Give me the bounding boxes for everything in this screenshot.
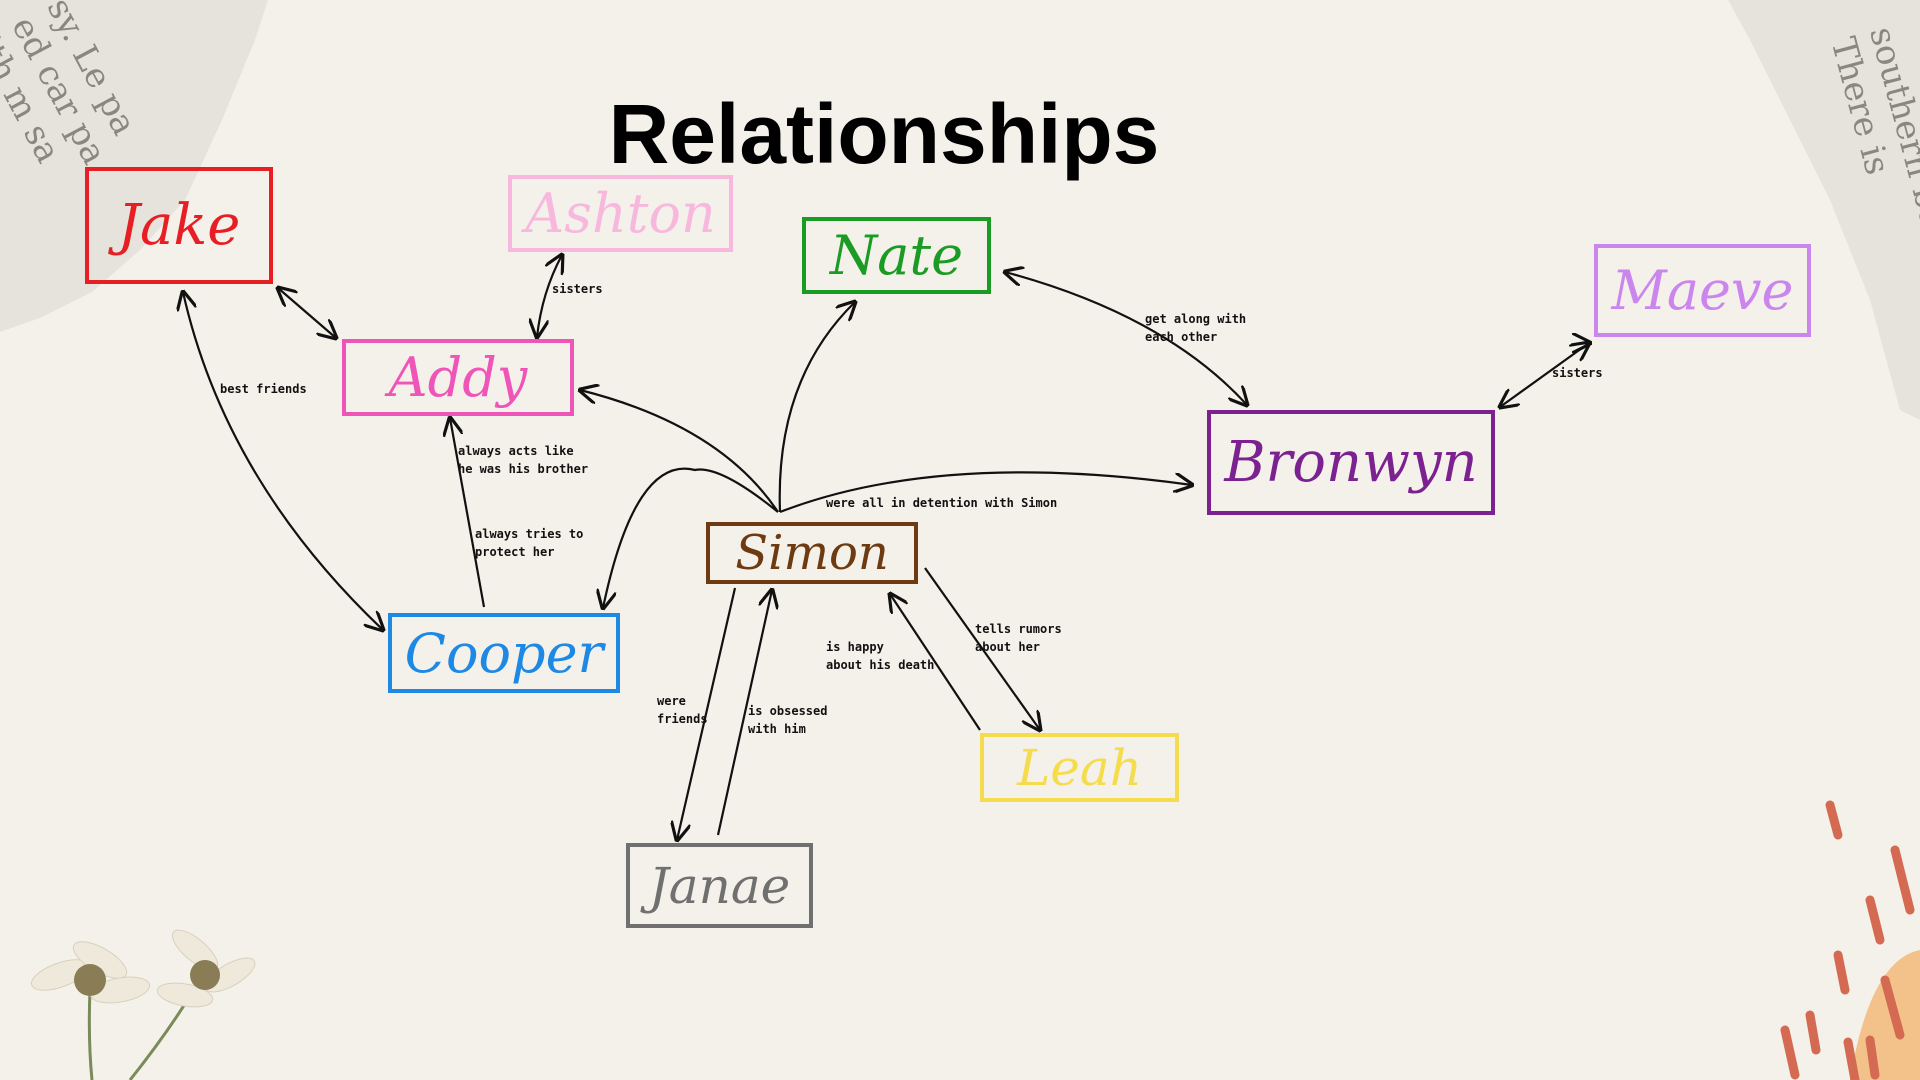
arrow-leah-simon <box>890 594 981 731</box>
label-ashton-addy: sisters <box>552 282 603 296</box>
node-simon: Simon <box>706 522 918 584</box>
label-simon-detention: were all in detention with Simon <box>826 496 1058 510</box>
node-maeve: Maeve <box>1594 244 1811 337</box>
daisy-flowers-icon <box>31 929 256 1080</box>
arrow-ashton-addy <box>537 255 562 337</box>
label-jake-cooper: best friends <box>220 382 307 396</box>
arrow-simon-leah <box>924 567 1040 730</box>
arrow-simon-cooper <box>603 467 779 608</box>
label-janae-simon-friends: were friends <box>657 694 708 726</box>
arrow-jake-cooper <box>183 292 383 630</box>
node-leah: Leah <box>980 733 1179 802</box>
arrow-nate-bronwyn <box>1005 272 1247 405</box>
newspaper-clipping-top-right: southern bank There is <box>1728 0 1920 420</box>
node-nate: Nate <box>802 217 991 294</box>
arrow-simon-janae <box>677 587 737 840</box>
page-title: Relationships <box>608 87 1160 182</box>
node-cooper: Cooper <box>388 613 620 693</box>
arrow-jake-addy <box>278 288 336 338</box>
label-addy-cooper: always tries to protect her <box>475 527 584 559</box>
arrow-simon-bronwyn <box>779 471 1192 514</box>
label-nate-bronwyn: get along with each other <box>1145 312 1247 344</box>
arrow-maeve-bronwyn <box>1497 342 1590 345</box>
label-maeve-bronwyn: sisters <box>1552 366 1603 380</box>
paint-strokes-icon <box>1780 800 1920 1080</box>
newspaper-clipping-top-left: sy. Le pa ed car pa ith m sa omo <box>0 0 268 332</box>
node-bronwyn: Bronwyn <box>1207 410 1495 515</box>
arrow-maeve-bronwyn-line <box>1500 343 1589 407</box>
node-jake: Jake <box>85 167 273 284</box>
arrow-simon-addy <box>580 390 779 513</box>
label-simon-leah: tells rumors about her <box>975 622 1062 654</box>
arrow-cooper-addy <box>450 418 486 608</box>
label-janae-simon-obsessed: is obsessed with him <box>748 704 828 736</box>
node-ashton: Ashton <box>508 175 733 252</box>
label-cooper-addy: always acts like he was his brother <box>458 444 589 476</box>
arrow-simon-nate <box>778 302 855 513</box>
node-addy: Addy <box>342 339 574 416</box>
label-leah-simon: is happy about his death <box>826 640 935 672</box>
arrow-janae-simon <box>716 590 772 836</box>
node-janae: Janae <box>626 843 813 928</box>
